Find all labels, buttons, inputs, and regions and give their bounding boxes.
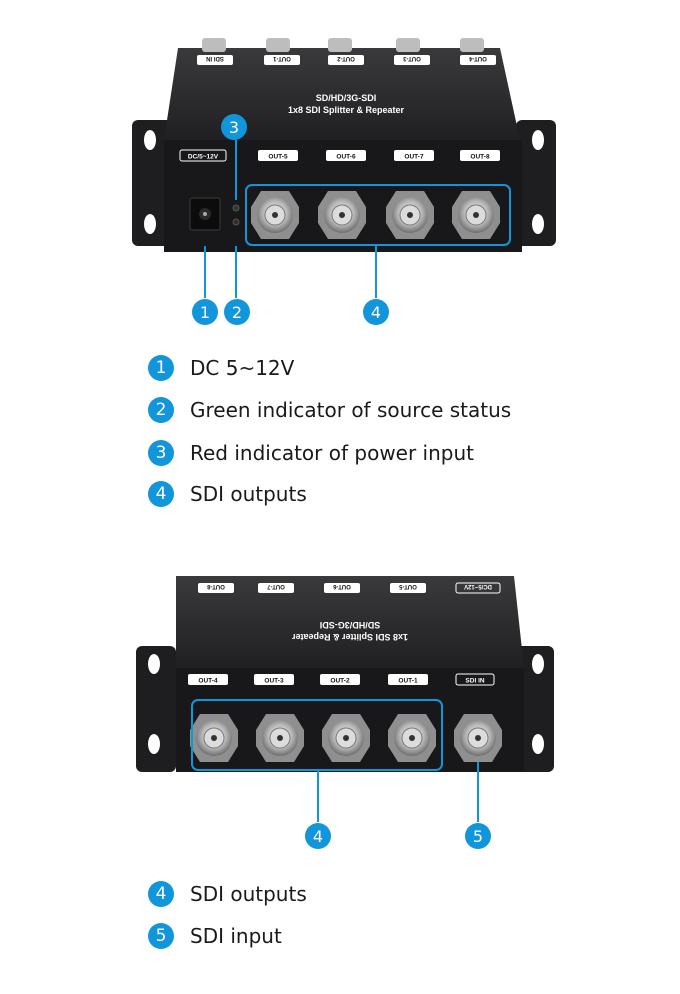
bnc-connector — [318, 191, 366, 239]
front-labels: OUT-4 OUT-3 OUT-2 OUT-1 SDI IN — [188, 673, 495, 686]
legend-number: 4 — [148, 881, 174, 907]
sdi-input-connector — [454, 714, 502, 762]
legend-text: Red indicator of power input — [190, 441, 475, 465]
legend-number: 1 — [148, 355, 174, 381]
front-label: OUT-4 — [198, 678, 218, 685]
red-led — [232, 218, 240, 226]
legend-text: Green indicator of source status — [190, 398, 512, 422]
top-panel — [164, 48, 520, 140]
legend-text: SDI outputs — [190, 482, 307, 506]
callout-number: 4 — [371, 303, 381, 322]
bnc-connector — [452, 191, 500, 239]
rear-label: OUT-6 — [333, 583, 351, 589]
device-title-line2: 1x8 SDI Splitter & Repeater — [288, 105, 405, 115]
rear-label: OUT-3 — [403, 55, 421, 61]
front-label: OUT-6 — [336, 154, 356, 161]
rear-label: OUT-1 — [273, 55, 291, 61]
callout-marker-2: 2 — [224, 299, 250, 325]
sdi-output-connectors — [251, 191, 500, 239]
callout-number: 3 — [229, 118, 239, 137]
green-led — [232, 204, 240, 212]
device-title-line1: SD/HD/3G-SDI — [316, 93, 377, 103]
front-label: OUT-8 — [470, 154, 490, 161]
callout-marker-5: 5 — [465, 823, 491, 849]
rear-labels: SDI IN OUT-1 OUT-2 OUT-3 OUT-4 — [197, 55, 496, 65]
rear-label: OUT-5 — [399, 583, 417, 589]
rear-label: OUT-2 — [337, 55, 355, 61]
callout-number: 1 — [200, 303, 210, 322]
dc-label: DC/5~12V — [188, 154, 219, 161]
callout-number: 4 — [313, 827, 323, 846]
front-labels: DC/5~12V OUT-5 OUT-6 OUT-7 OUT-8 — [179, 149, 500, 162]
rear-label: OUT-4 — [469, 55, 487, 61]
legend-number: 2 — [148, 397, 174, 423]
front-label: SDI IN — [465, 678, 484, 685]
front-label: OUT-7 — [404, 154, 424, 161]
bnc-connector — [190, 714, 238, 762]
rear-label: OUT-7 — [267, 583, 285, 589]
outputs-highlight — [245, 184, 511, 246]
front-label: OUT-1 — [398, 678, 418, 685]
callout-number: 5 — [473, 827, 483, 846]
device-top: SDI IN OUT-1 OUT-2 OUT-3 OUT-4 SD/HD/3G-… — [132, 38, 556, 325]
legend-text: SDI input — [190, 924, 282, 948]
legend-text: DC 5~12V — [190, 356, 295, 380]
dc-power-jack — [189, 197, 221, 231]
rear-connectors — [202, 38, 484, 52]
bnc-connector — [322, 714, 370, 762]
left-bracket — [136, 646, 176, 772]
rear-label: SDI IN — [206, 55, 224, 61]
legend-number: 3 — [148, 440, 174, 466]
device-bottom: OUT-8 OUT-7 OUT-6 OUT-5 DC/5~12V 1x8 SDI… — [136, 576, 554, 849]
left-bracket — [132, 120, 172, 246]
callout-marker-4: 4 — [305, 823, 331, 849]
front-label: OUT-3 — [264, 678, 284, 685]
top-panel — [176, 576, 524, 668]
sdi-output-connectors — [190, 714, 436, 762]
device-title-line1: SD/HD/3G-SDI — [320, 620, 381, 630]
legend-text: SDI outputs — [190, 882, 307, 906]
front-label: OUT-2 — [330, 678, 350, 685]
right-bracket — [516, 120, 556, 246]
bnc-connector — [388, 714, 436, 762]
front-label: OUT-5 — [268, 154, 288, 161]
device-title-line2: 1x8 SDI Splitter & Repeater — [291, 632, 408, 642]
bnc-connector — [251, 191, 299, 239]
legend-number: 4 — [148, 481, 174, 507]
callout-marker-4: 4 — [363, 299, 389, 325]
rear-label: OUT-8 — [207, 583, 225, 589]
rear-label: DC/5~12V — [464, 583, 492, 589]
callout-number: 2 — [232, 303, 242, 322]
bnc-connector — [386, 191, 434, 239]
rear-labels: OUT-8 OUT-7 OUT-6 OUT-5 DC/5~12V — [198, 582, 501, 594]
bnc-connector — [256, 714, 304, 762]
callout-marker-3: 3 — [221, 114, 247, 140]
callout-marker-1: 1 — [192, 299, 218, 325]
legend-number: 5 — [148, 923, 174, 949]
